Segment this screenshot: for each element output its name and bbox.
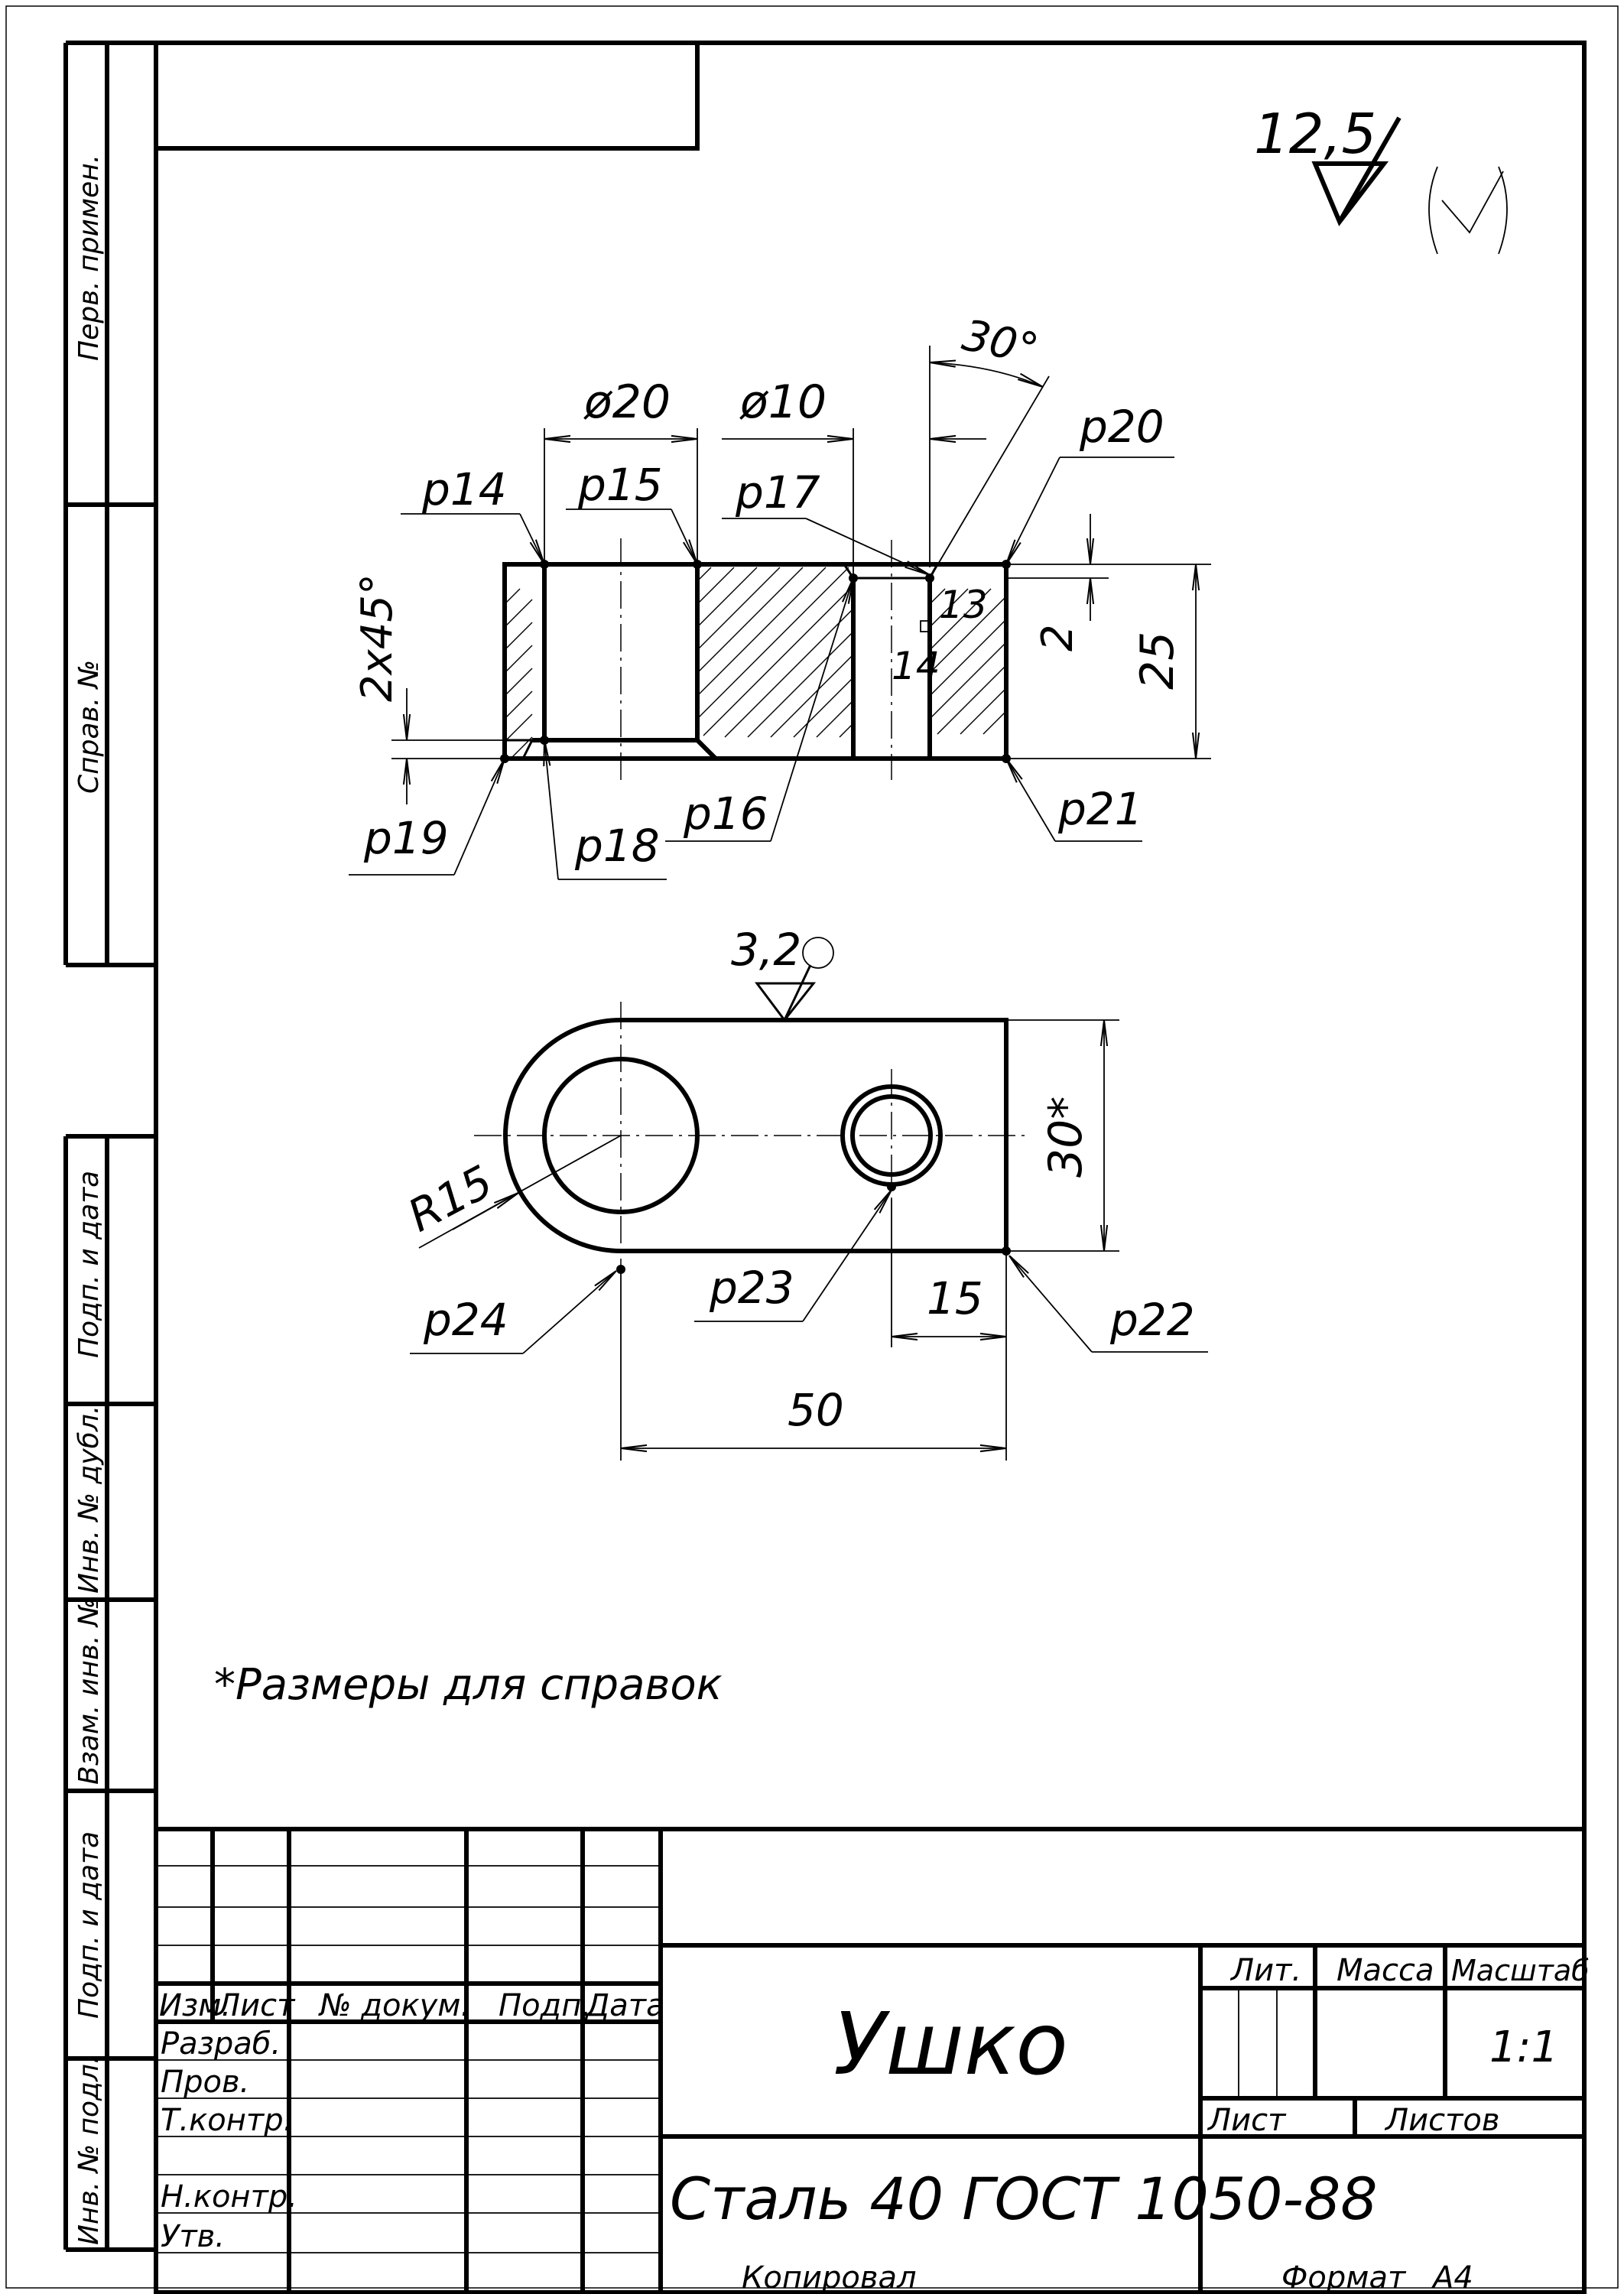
plan-outline: [503, 1018, 1009, 1253]
label-p17: p17: [735, 466, 820, 518]
label-p16: p16: [683, 788, 768, 840]
label-p23: p23: [709, 1262, 794, 1314]
label-p21: p21: [1057, 783, 1143, 835]
title-block-text: Изм. Лист № докум. Подп. Дата Разраб. Пр…: [159, 1953, 1590, 2254]
stamp-perv-primen: Перв. примен.: [73, 154, 105, 361]
label-p22: p22: [1109, 1294, 1195, 1346]
section-view: [500, 538, 1011, 780]
label-p20: p20: [1079, 401, 1164, 453]
plan-leaders: p24 p23 p22: [410, 1190, 1208, 1354]
hdr-lit: Лит.: [1229, 1953, 1301, 1988]
plan-dimensions: R15 30* 15 50: [400, 1019, 1119, 1461]
hdr-data: Дата: [584, 1988, 665, 2023]
hdr-massa: Масса: [1337, 1953, 1434, 1988]
dim-length-15: 15: [927, 1272, 983, 1324]
label-p19: p19: [363, 812, 449, 864]
section-hatching: [504, 567, 1007, 759]
row-razrab: Разраб.: [161, 2026, 281, 2062]
roughness-surface-value: 3,2: [731, 924, 801, 976]
scale-value: 1:1: [1489, 2023, 1558, 2072]
dim-dia-10: ø10: [739, 375, 827, 429]
dim-width-30: 30*: [1039, 1097, 1093, 1178]
row-t-kontr: Т.контр.: [161, 2103, 293, 2138]
footer-format-value: А4: [1431, 2260, 1473, 2294]
label-p18: p18: [574, 820, 660, 872]
stamp-sprav-no: Справ. №: [73, 660, 105, 794]
dim-14: 14: [892, 644, 940, 688]
top-left-box: [154, 41, 700, 151]
stamp-podp-data-1: Подп. и дата: [73, 1171, 105, 1358]
reference-note: *Размеры для справок: [214, 1660, 723, 1710]
dim-chamfer: 2x45°: [352, 574, 402, 702]
footer: Копировал Формат А4: [742, 2260, 1473, 2294]
section-small-square: [920, 620, 932, 632]
section-dimensions: ø20 ø10 30° 2x45° 2 25 13 14: [352, 310, 1211, 804]
side-stamp-labels: Перв. примен. Справ. № Подп. и дата Инв.…: [73, 154, 105, 2245]
roughness-general-value: 12,5: [1254, 102, 1376, 166]
plan-view: 3,2: [474, 924, 1025, 1274]
general-roughness-sign: 12,5: [1254, 102, 1508, 255]
hdr-sheet: Лист: [1207, 2103, 1287, 2138]
label-p15: p15: [577, 459, 663, 511]
hdr-list: Лист: [216, 1988, 296, 2023]
footer-format: Формат: [1281, 2260, 1407, 2294]
row-prov: Пров.: [161, 2065, 249, 2100]
title-block: [156, 1827, 1584, 2292]
stamp-inv-dubl: Инв. № дубл.: [73, 1405, 105, 1594]
footer-kopiroval: Копировал: [742, 2260, 917, 2294]
dim-13: 13: [939, 583, 988, 627]
label-p24: p24: [423, 1294, 508, 1346]
dim-angle-30: 30°: [958, 310, 1043, 375]
dim-length-50: 50: [788, 1384, 844, 1436]
section-leaders: p14 p15 p17 p20 p16 p21 p19 p18: [349, 401, 1174, 880]
dim-dia-20: ø20: [583, 375, 671, 429]
hdr-sheets: Листов: [1384, 2103, 1499, 2138]
stamp-podp-data-2: Подп. и дата: [73, 1831, 105, 2019]
left-stamp-lower: [63, 1134, 156, 2252]
part-name: Ушко: [833, 1995, 1068, 2094]
material: Сталь 40 ГОСТ 1050-88: [670, 2165, 1378, 2233]
row-n-kontr: Н.контр.: [161, 2179, 297, 2214]
hdr-izm: Изм.: [159, 1988, 231, 2023]
hdr-podp: Подп.: [499, 1988, 591, 2023]
dim-depth-2: 2: [1033, 624, 1083, 651]
row-utv: Утв.: [161, 2219, 225, 2254]
label-p14: p14: [421, 463, 507, 515]
dim-radius: R15: [400, 1155, 502, 1243]
left-stamp-upper: [63, 41, 156, 967]
outer-trim: [5, 5, 1619, 2289]
hdr-no-dokum: № докум.: [318, 1988, 470, 2023]
stamp-inv-podl: Инв. № подл.: [73, 2055, 105, 2245]
hdr-masshtab: Масштаб: [1451, 1954, 1590, 1987]
drawing-frame: [154, 41, 1587, 2294]
stamp-vzam-inv: Взам. инв. №: [73, 1598, 105, 1785]
dim-height-25: 25: [1131, 632, 1184, 690]
